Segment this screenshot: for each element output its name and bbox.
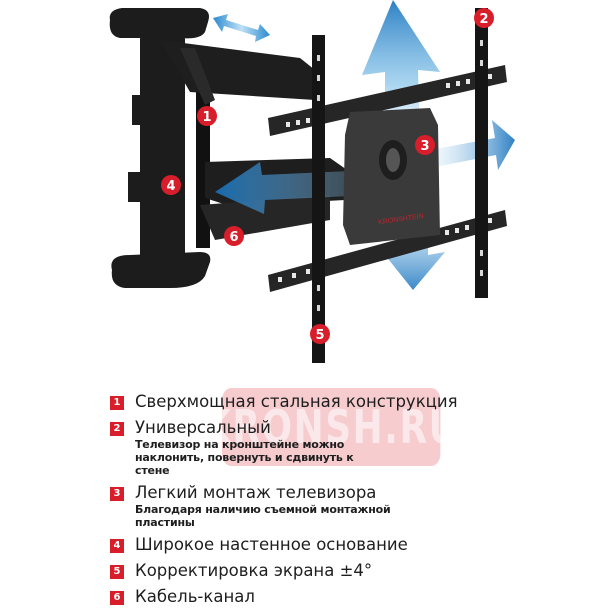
- arrow-up: [362, 0, 440, 140]
- feature-item-4: 4 Широкое настенное основание: [110, 535, 510, 555]
- callout-5: 5: [310, 324, 330, 344]
- feature-number-badge: 1: [110, 396, 124, 410]
- feature-title: Широкое настенное основание: [135, 535, 408, 554]
- svg-text:1: 1: [202, 110, 211, 125]
- svg-text:6: 6: [229, 230, 238, 245]
- feature-title: Корректировка экрана ±4°: [135, 561, 373, 580]
- feature-item-1: 1 Сверхмощная стальная конструкция: [110, 392, 510, 412]
- feature-number-badge: 2: [110, 422, 124, 436]
- svg-text:5: 5: [315, 328, 324, 343]
- tv-mount-illustration: KRONSHTEIN 1 2 3 4 5 6: [109, 0, 515, 363]
- feature-number-badge: 5: [110, 565, 124, 579]
- feature-item-6: 6 Кабель-канал: [110, 587, 510, 607]
- vertical-rails: [312, 8, 488, 363]
- feature-title: Кабель-канал: [135, 587, 255, 606]
- feature-number-badge: 6: [110, 591, 124, 605]
- arrow-right: [430, 120, 515, 170]
- callout-6: 6: [224, 226, 244, 246]
- feature-number-badge: 4: [110, 539, 124, 553]
- svg-text:4: 4: [166, 179, 175, 194]
- feature-number-badge: 3: [110, 487, 124, 501]
- horizontal-rails: [268, 65, 507, 292]
- wall-plate: [109, 8, 211, 288]
- feature-item-5: 5 Корректировка экрана ±4°: [110, 561, 510, 581]
- arrow-double: [213, 14, 270, 42]
- svg-text:2: 2: [479, 12, 488, 27]
- watermark: KRONSH.RU: [203, 388, 458, 466]
- feature-description: Благодаря наличию съемной монтажной плас…: [135, 503, 391, 529]
- arrow-left: [215, 162, 372, 214]
- feature-list: 1 Сверхмощная стальная конструкция 2 Уни…: [110, 392, 510, 613]
- callout-2: 2: [474, 8, 494, 28]
- feature-description: Телевизор на кронштейне можно наклонить,…: [135, 438, 354, 477]
- feature-title: Сверхмощная стальная конструкция: [135, 392, 458, 411]
- callout-3: 3: [415, 135, 435, 155]
- feature-item-2: 2 Универсальный Телевизор на кронштейне …: [110, 418, 510, 477]
- feature-item-3: 3 Легкий монтаж телевизора Благодаря нал…: [110, 483, 510, 529]
- callout-1: 1: [197, 106, 217, 126]
- feature-title: Универсальный: [135, 418, 271, 437]
- svg-text:3: 3: [420, 139, 429, 154]
- feature-title: Легкий монтаж телевизора: [135, 483, 377, 502]
- callout-4: 4: [161, 175, 181, 195]
